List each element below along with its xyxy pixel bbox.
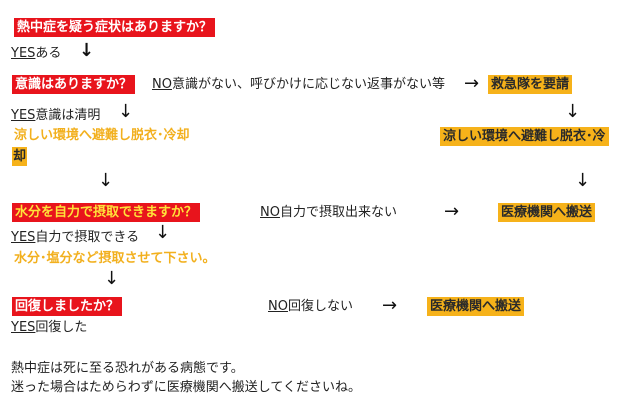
yes-underline: YES: [11, 230, 36, 245]
arrow-down-icon: ↓: [565, 101, 581, 122]
no-text: 意識がない、呼びかけに応じない返事がない等: [171, 77, 445, 92]
action-hospital-transport: 医療機関へ搬送: [427, 297, 525, 316]
action-cool-down-wrap: 却: [12, 147, 28, 166]
no-text: 自力で摂取出来ない: [279, 205, 397, 220]
yes-text: 意識は清明: [35, 108, 101, 123]
arrow-down-icon: ↓: [118, 101, 134, 122]
question-recovered: 回復しましたか？: [12, 297, 123, 316]
footer-warning: 熱中症は死に至る恐れがある病態です。: [11, 361, 244, 376]
yes-label-recovered: YES回復した: [11, 318, 87, 337]
action-hydrate: 水分･塩分など摂取させて下さい。: [14, 251, 216, 266]
action-cool-down-right: 涼しい環境へ避難し脱衣･冷: [440, 127, 609, 146]
no-underline: NO: [260, 205, 280, 220]
yes-text: 回復した: [35, 320, 88, 335]
yes-label-water: YES自力で摂取できる: [11, 228, 139, 247]
yes-underline: YES: [11, 46, 36, 61]
footer-advice: 迷った場合はためらわずに医療機関へ搬送してくださいね。: [11, 380, 361, 395]
arrow-down-icon: ↓: [155, 222, 171, 243]
arrow-right-icon: →: [464, 73, 480, 94]
action-cool-down: 涼しい環境へ避難し脱衣･冷却: [14, 128, 190, 143]
no-underline: NO: [268, 299, 288, 314]
no-underline: NO: [152, 77, 172, 92]
arrow-down-icon: ↓: [79, 40, 95, 61]
arrow-right-icon: →: [382, 295, 398, 316]
yes-underline: YES: [11, 108, 36, 123]
no-text: 回復しない: [287, 299, 353, 314]
yes-text: 自力で摂取できる: [35, 230, 140, 245]
action-call-ambulance: 救急隊を要請: [488, 75, 573, 94]
no-label-consciousness: NO意識がない、呼びかけに応じない返事がない等: [152, 75, 445, 94]
question-heatstroke-symptoms: 熱中症を疑う症状はありますか？: [14, 18, 216, 37]
yes-label-consciousness: YES意識は清明: [11, 106, 100, 125]
question-water-intake: 水分を自力で摂取できますか？: [12, 203, 201, 222]
arrow-down-icon: ↓: [104, 268, 120, 289]
question-consciousness: 意識はありますか？: [12, 75, 136, 94]
yes-label-symptoms: YESある: [11, 44, 61, 63]
arrow-down-icon: ↓: [575, 170, 591, 191]
no-label-recovered: NO回復しない: [268, 297, 353, 316]
arrow-right-icon: →: [444, 201, 460, 222]
action-hospital-transport: 医療機関へ搬送: [498, 203, 596, 222]
arrow-down-icon: ↓: [98, 170, 114, 191]
yes-underline: YES: [11, 320, 36, 335]
no-label-water: NO自力で摂取出来ない: [260, 203, 397, 222]
yes-text: ある: [35, 46, 62, 61]
